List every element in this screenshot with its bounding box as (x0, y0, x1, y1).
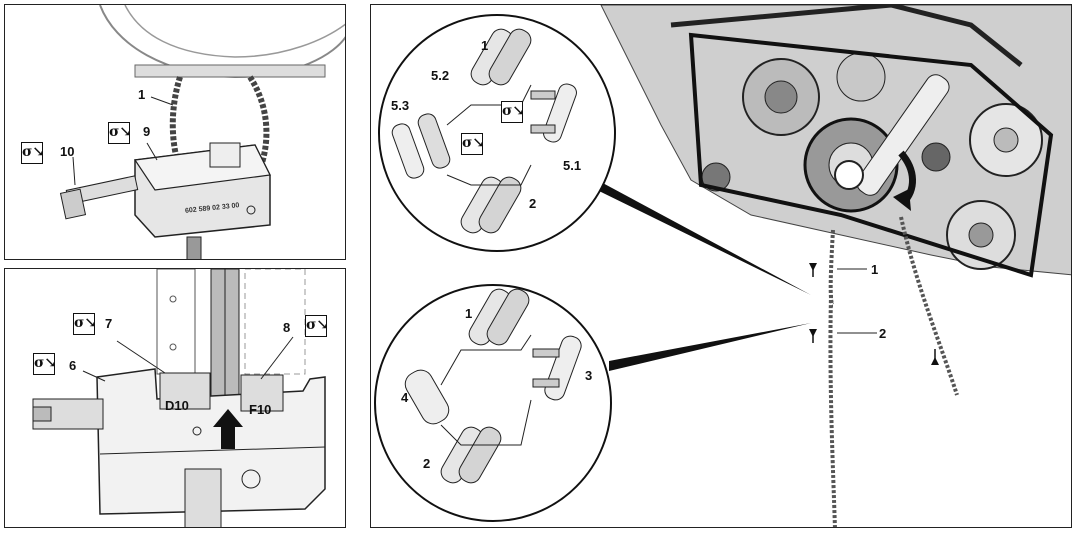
holder-die (159, 372, 211, 410)
zoom-wedge-top (599, 181, 811, 295)
inset-bottom-label-3: 3 (585, 368, 593, 383)
special-tool-icon: σ↘ (73, 313, 96, 335)
special-tool-icon: σ↘ (33, 353, 56, 375)
label-anvil: 8 (283, 320, 291, 335)
chain-label-2: 2 (879, 326, 887, 341)
leader-10 (72, 156, 76, 186)
inset-top (378, 14, 616, 252)
guide-plate-left (156, 269, 196, 375)
special-tool-icon: σ↘ (461, 133, 484, 155)
screw-left (32, 398, 104, 430)
special-tool-icon: σ↘ (108, 122, 131, 144)
label-base: 6 (69, 358, 77, 373)
panel-chain-press-bottom: σ↘ 7 8 σ↘ σ↘ 6 D10 F10 (4, 268, 346, 528)
label-tool: 9 (143, 124, 151, 139)
special-tool-icon: σ↘ (21, 142, 44, 164)
label-pin: 10 (60, 144, 75, 159)
inset-bottom-label-4: 4 (401, 390, 409, 405)
housing-outline-inner (124, 5, 345, 58)
chain-drive (899, 216, 959, 396)
special-tool-icon: σ↘ (305, 315, 328, 337)
chain-loop (169, 75, 270, 198)
support-rod (186, 236, 202, 259)
anvil-die (240, 374, 284, 412)
housing-base (134, 64, 326, 78)
chain-label-1: 1 (871, 262, 879, 277)
engine-image (600, 5, 1071, 278)
leader-1 (150, 96, 174, 106)
press-arrow (213, 409, 243, 449)
label-holder: 7 (105, 316, 113, 331)
inset-bottom-label-2: 2 (423, 456, 431, 471)
special-tool-icon: σ↘ (501, 101, 524, 123)
chain-1 (828, 229, 835, 307)
inset-top-label-1: 1 (481, 38, 489, 53)
leader-9 (146, 142, 158, 161)
panel-engine-chain-overview: 1 5.2 5.3 σ↘ σ↘ 5.1 2 1 3 4 2 1 2 (370, 4, 1072, 528)
inset-top-label-2: 2 (529, 196, 537, 211)
support-column (184, 468, 222, 527)
label-chain: 1 (138, 87, 146, 102)
panel-a-drawing (59, 5, 345, 259)
inset-bottom (374, 284, 612, 522)
die-label-right: F10 (249, 402, 272, 417)
chain-vertical (210, 269, 240, 410)
panel-b-drawing (32, 269, 326, 527)
zoom-wedge-bottom (609, 323, 811, 371)
inset-top-label-5-3: 5.3 (391, 98, 410, 113)
panel-chain-breaker-top: 1 σ↘ 9 σ↘ 10 602 589 02 33 00 (4, 4, 346, 260)
inset-bottom-label-1: 1 (465, 306, 473, 321)
panel-c-drawing (374, 5, 1071, 527)
pin-head (59, 188, 87, 220)
die-label-left: D10 (165, 398, 189, 413)
chain-2 (828, 294, 837, 527)
inset-top-label-5-2: 5.2 (431, 68, 450, 83)
inset-top-label-5-1: 5.1 (563, 158, 582, 173)
